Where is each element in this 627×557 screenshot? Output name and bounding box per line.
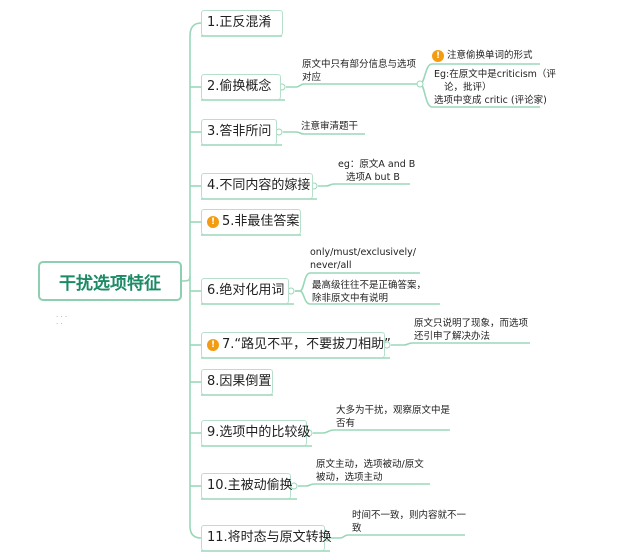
branch-10-label: 10.主被动偷换 xyxy=(207,478,293,493)
branch-11-label: 11.将时态与原文转换 xyxy=(207,530,332,545)
warning-icon: ! xyxy=(207,339,219,351)
branch-4-label: 4.不同内容的嫁接 xyxy=(207,178,311,193)
branch-6-label: 6.绝对化用词 xyxy=(207,283,285,298)
note-line: 致 xyxy=(352,523,362,534)
note-line: 注意审清题干 xyxy=(301,121,359,132)
branch-3-note[interactable]: 注意审清题干 xyxy=(301,120,358,133)
note-line: 除非原文中有说明 xyxy=(312,293,389,304)
root-topic[interactable]: 干扰选项特征 xyxy=(38,261,182,301)
note-line: eg：原文A and B xyxy=(338,159,416,170)
branch-9-label: 9.选项中的比较级 xyxy=(207,425,311,440)
branch-11-note[interactable]: 时间不一致，则内容就不一 致 xyxy=(352,509,466,535)
branch-9[interactable]: 9.选项中的比较级 xyxy=(201,420,311,446)
note-line: only/must/exclusively/ xyxy=(310,247,416,258)
note-line: 否有 xyxy=(336,418,356,429)
branch-2-sub-title[interactable]: ! 注意偷换单词的形式 xyxy=(432,49,533,62)
decorative-dots: · · ·· · xyxy=(56,313,68,328)
note-line: 被动，选项主动 xyxy=(316,472,383,483)
branch-2-sub-example[interactable]: Eg:在原文中是criticism（评 论，批评） 选项中变成 critic (… xyxy=(434,68,556,107)
branch-2-note[interactable]: 原文中只有部分信息与选项 对应 xyxy=(302,58,416,84)
note-line: 最高级往往不是正确答案， xyxy=(312,280,427,291)
note-line: 原文主动，选项被动/原文 xyxy=(316,459,424,470)
note-line: 论，批评） xyxy=(444,82,492,93)
note-line: 原文只说明了现象，而选项 xyxy=(414,318,529,329)
branch-7-note[interactable]: 原文只说明了现象，而选项 还引申了解决办法 xyxy=(414,317,528,343)
branch-1-label: 1.正反混淆 xyxy=(207,15,272,30)
branch-6[interactable]: 6.绝对化用词 xyxy=(201,278,289,304)
note-line: never/all xyxy=(310,260,352,271)
branch-10-note[interactable]: 原文主动，选项被动/原文 被动，选项主动 xyxy=(316,458,424,484)
branch-1[interactable]: 1.正反混淆 xyxy=(201,10,283,36)
branch-8-label: 8.因果倒置 xyxy=(207,374,272,389)
branch-4[interactable]: 4.不同内容的嫁接 xyxy=(201,173,313,199)
branch-6-note-2[interactable]: 最高级往往不是正确答案， 除非原文中有说明 xyxy=(312,279,426,305)
branch-5-label: 5.非最佳答案 xyxy=(222,214,300,229)
note-line: 原文中只有部分信息与选项 xyxy=(302,59,417,70)
branch-2-label: 2.偷换概念 xyxy=(207,79,272,94)
branch-8[interactable]: 8.因果倒置 xyxy=(201,369,273,395)
note-line: 对应 xyxy=(302,72,322,83)
branch-3[interactable]: 3.答非所问 xyxy=(201,119,277,145)
branch-7-label: 7.“路见不平，不要拔刀相助” xyxy=(222,337,391,352)
note-line: Eg:在原文中是criticism（评 xyxy=(434,69,556,80)
branch-7[interactable]: ! 7.“路见不平，不要拔刀相助” xyxy=(201,332,391,358)
branch-4-note[interactable]: eg：原文A and B 选项A but B xyxy=(338,158,415,184)
note-line: 注意偷换单词的形式 xyxy=(447,50,533,61)
branch-11[interactable]: 11.将时态与原文转换 xyxy=(201,525,332,551)
warning-icon: ! xyxy=(432,49,444,62)
branch-9-note[interactable]: 大多为干扰，观察原文中是 否有 xyxy=(336,404,450,430)
warning-icon: ! xyxy=(207,216,219,228)
note-line: 还引申了解决办法 xyxy=(414,331,491,342)
branch-3-label: 3.答非所问 xyxy=(207,124,272,139)
branch-10[interactable]: 10.主被动偷换 xyxy=(201,473,293,499)
branch-6-note-1[interactable]: only/must/exclusively/ never/all xyxy=(310,246,416,272)
note-line: 时间不一致，则内容就不一 xyxy=(352,510,467,521)
note-line: 选项中变成 critic (评论家) xyxy=(434,95,547,106)
note-line: 大多为干扰，观察原文中是 xyxy=(336,405,451,416)
branch-2[interactable]: 2.偷换概念 xyxy=(201,74,281,100)
branch-5[interactable]: ! 5.非最佳答案 xyxy=(201,209,301,235)
note-line: 选项A but B xyxy=(346,172,400,183)
